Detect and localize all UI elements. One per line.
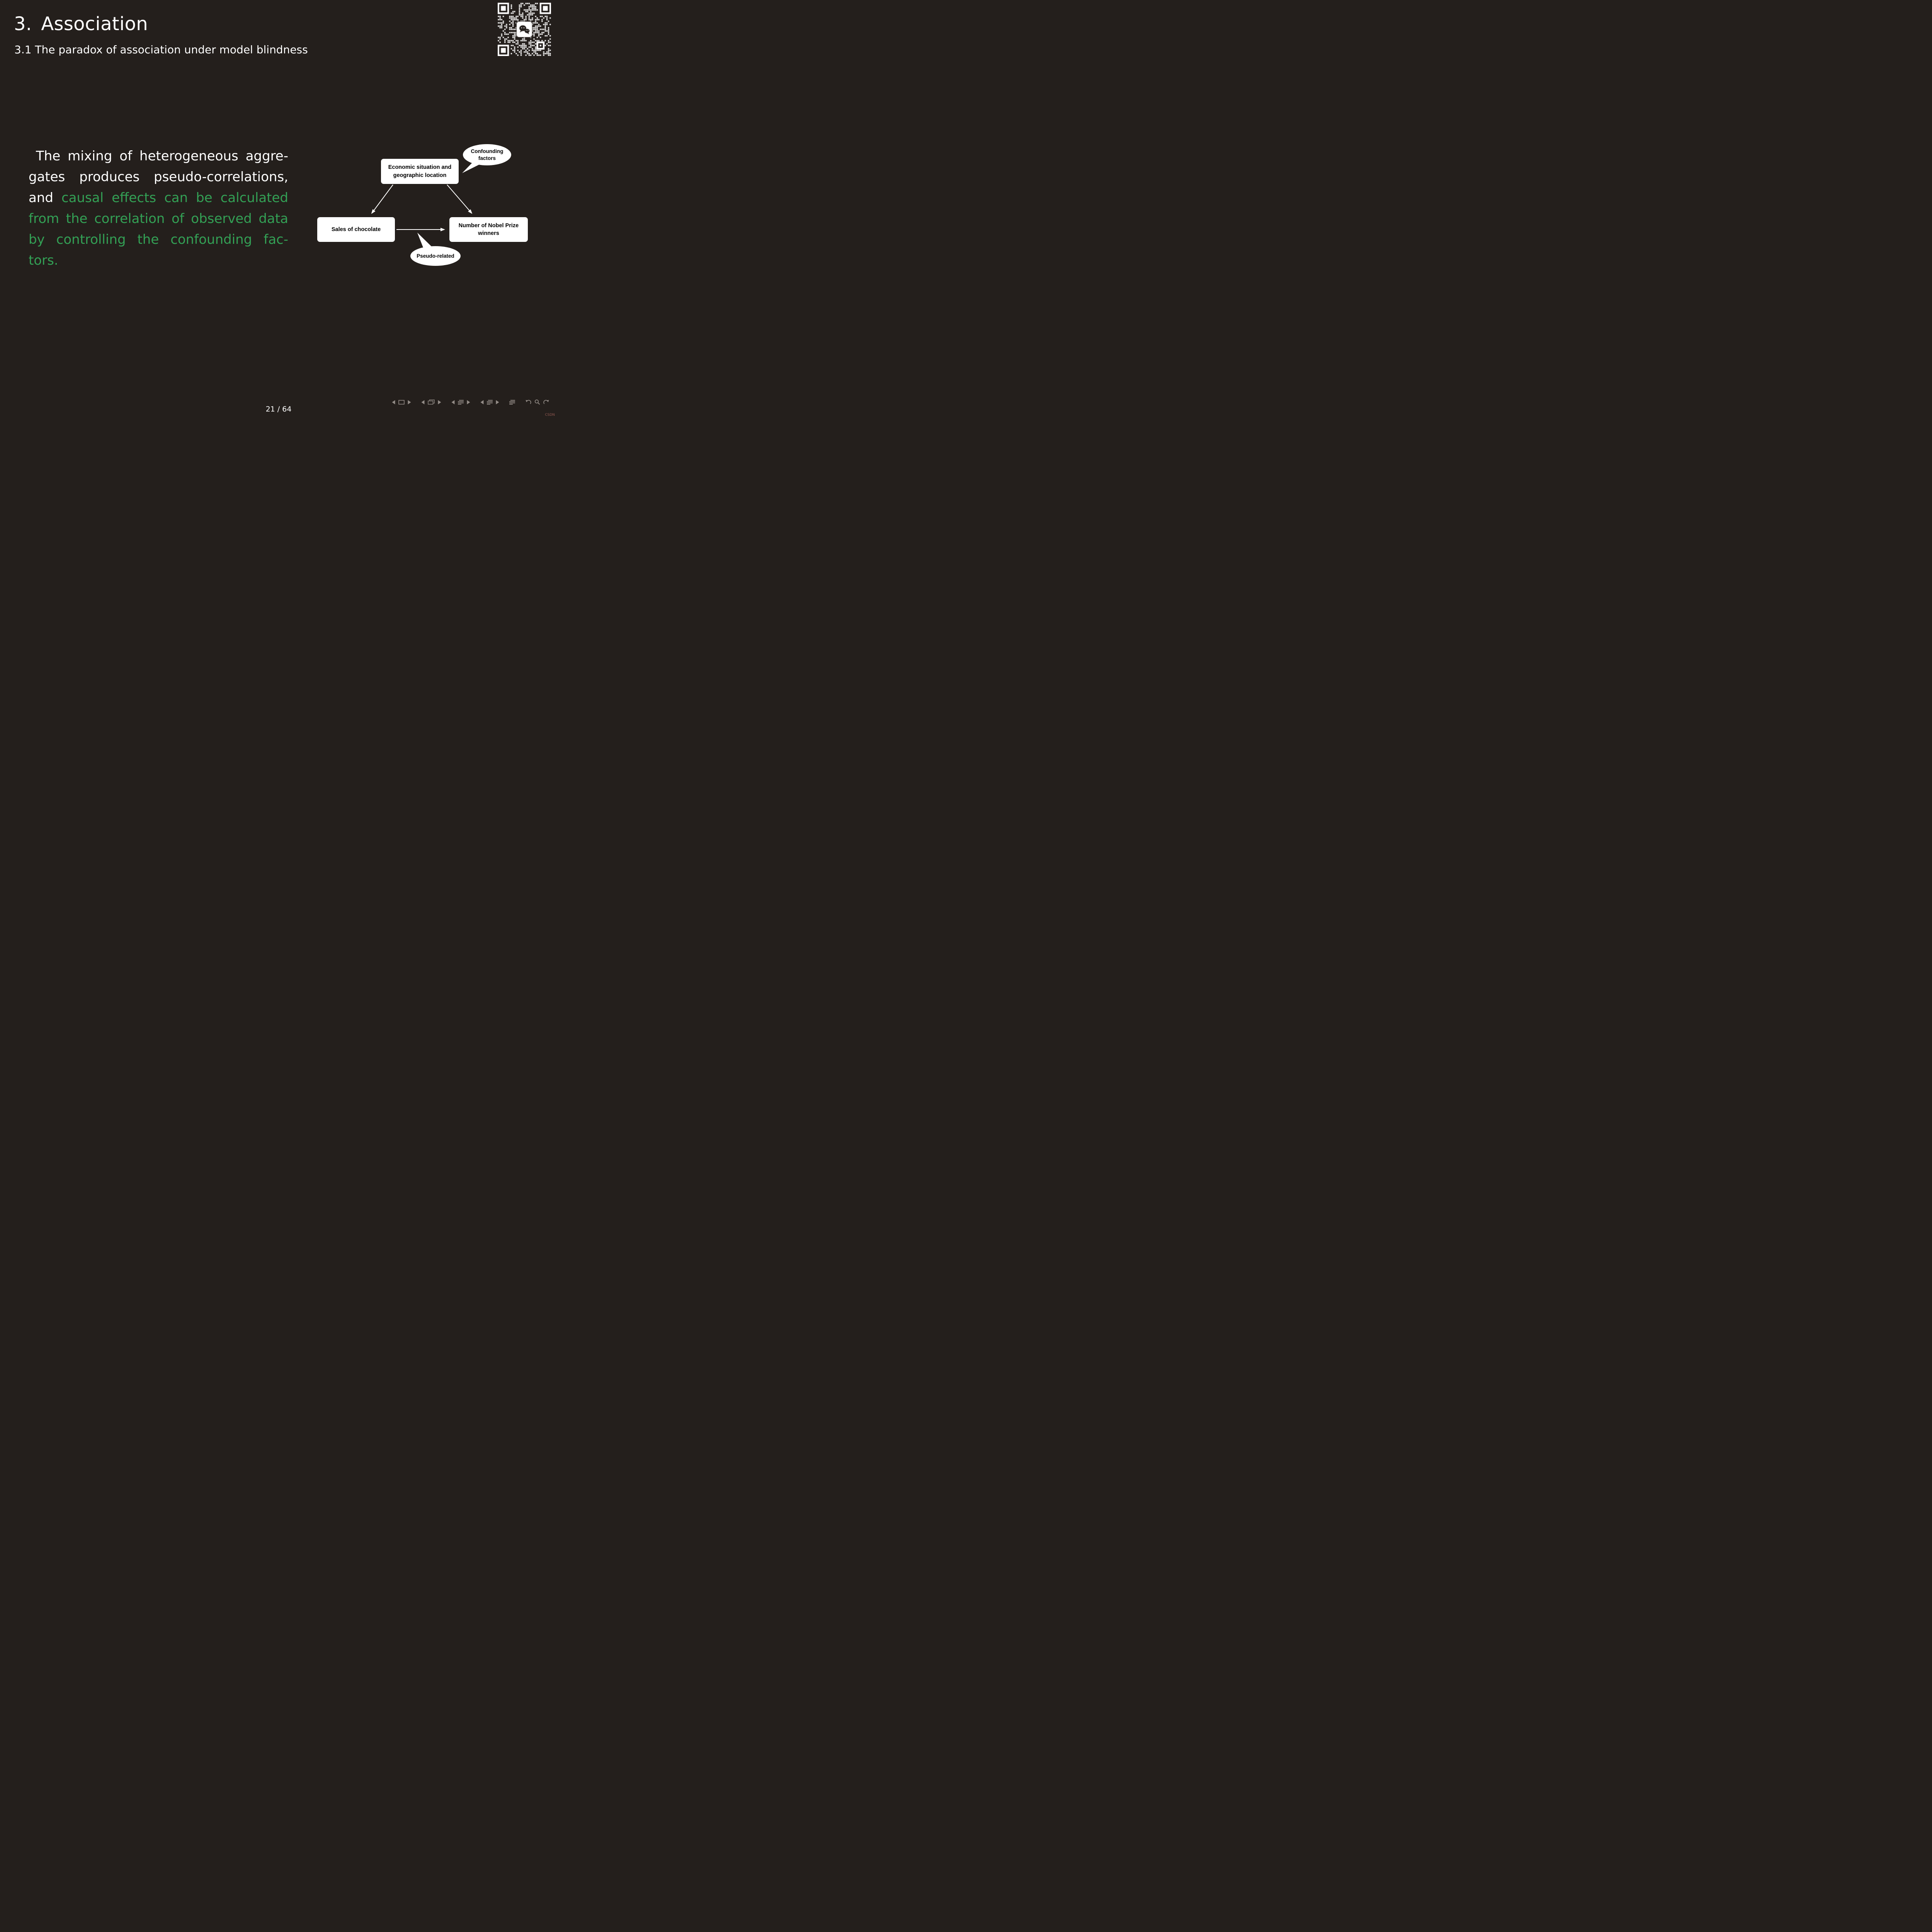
nav-subsection-group [451, 400, 470, 405]
node-economic-situation: Economic situation and geographic locati… [381, 159, 459, 184]
frame-stack-icon[interactable] [428, 400, 435, 405]
nav-section-group [480, 400, 499, 405]
paragraph-line: tors. [29, 250, 288, 271]
paragraph-line: The mixing of heterogeneous aggre- [29, 146, 288, 167]
arrow-economic-to-nobel [447, 184, 473, 214]
bubble-tail-confounding [462, 160, 484, 173]
prev-section-icon[interactable] [480, 400, 484, 405]
next-frame-icon[interactable] [438, 400, 441, 405]
page-number: 21 / 64 [265, 405, 292, 413]
node-sales-of-chocolate: Sales of chocolate [317, 217, 395, 242]
prev-frame-icon[interactable] [421, 400, 425, 405]
bubble-pseudo-related: Pseudo-related [410, 246, 461, 266]
section-list-icon[interactable] [487, 400, 493, 405]
appendix-list-icon[interactable] [509, 400, 515, 405]
redo-icon[interactable] [543, 400, 549, 405]
nav-frame-group [421, 400, 441, 405]
paragraph-text: The mixing of heterogeneous aggre- [36, 148, 288, 164]
next-subsection-icon[interactable] [467, 400, 470, 405]
node-nobel-prize-winners: Number of Nobel Prize winners [449, 217, 528, 242]
body-paragraph: The mixing of heterogeneous aggre- gates… [29, 146, 288, 271]
paragraph-text-highlight: tors. [29, 253, 58, 268]
paragraph-line: and causal effects can be calculated [29, 187, 288, 208]
section-name: Association [41, 13, 148, 35]
paragraph-line: gates produces pseudo-correlations, [29, 167, 288, 187]
undo-icon[interactable] [525, 400, 531, 405]
presentation-slide: 3. Association 3.1 The paradox of associ… [0, 0, 557, 418]
arrow-economic-to-chocolate [371, 184, 393, 214]
paragraph-text-highlight: from the correlation of observed data [29, 211, 288, 226]
next-section-icon[interactable] [496, 400, 499, 405]
paragraph-line: by controlling the confounding fac- [29, 229, 288, 250]
slide-title: 3. Association [14, 13, 148, 35]
beamer-navigation [392, 399, 549, 405]
slide-frame-icon[interactable] [398, 400, 405, 405]
paragraph-text: and [29, 190, 61, 206]
qr-code [498, 3, 551, 56]
watermark: CSDN [545, 413, 555, 417]
search-icon[interactable] [534, 399, 540, 405]
bubble-confounding-factors: Confounding factors [463, 144, 511, 165]
nav-slide-group [392, 400, 411, 405]
wechat-qr-icon [498, 3, 551, 56]
prev-subsection-icon[interactable] [451, 400, 455, 405]
prev-slide-icon[interactable] [392, 400, 395, 405]
paragraph-text-highlight: by controlling the confounding fac- [29, 232, 288, 247]
paragraph-line: from the correlation of observed data [29, 208, 288, 229]
nav-appendix-group [509, 400, 515, 405]
bubble-tail-pseudo [417, 233, 434, 250]
nav-history-group [525, 399, 549, 405]
slide-subtitle: 3.1 The paradox of association under mod… [14, 43, 308, 56]
next-slide-icon[interactable] [408, 400, 411, 405]
subsection-list-icon[interactable] [458, 400, 464, 405]
paragraph-text: gates produces pseudo-correlations, [29, 169, 288, 185]
paragraph-text-highlight: causal effects can be calculated [61, 190, 288, 206]
section-number: 3. [14, 13, 32, 35]
